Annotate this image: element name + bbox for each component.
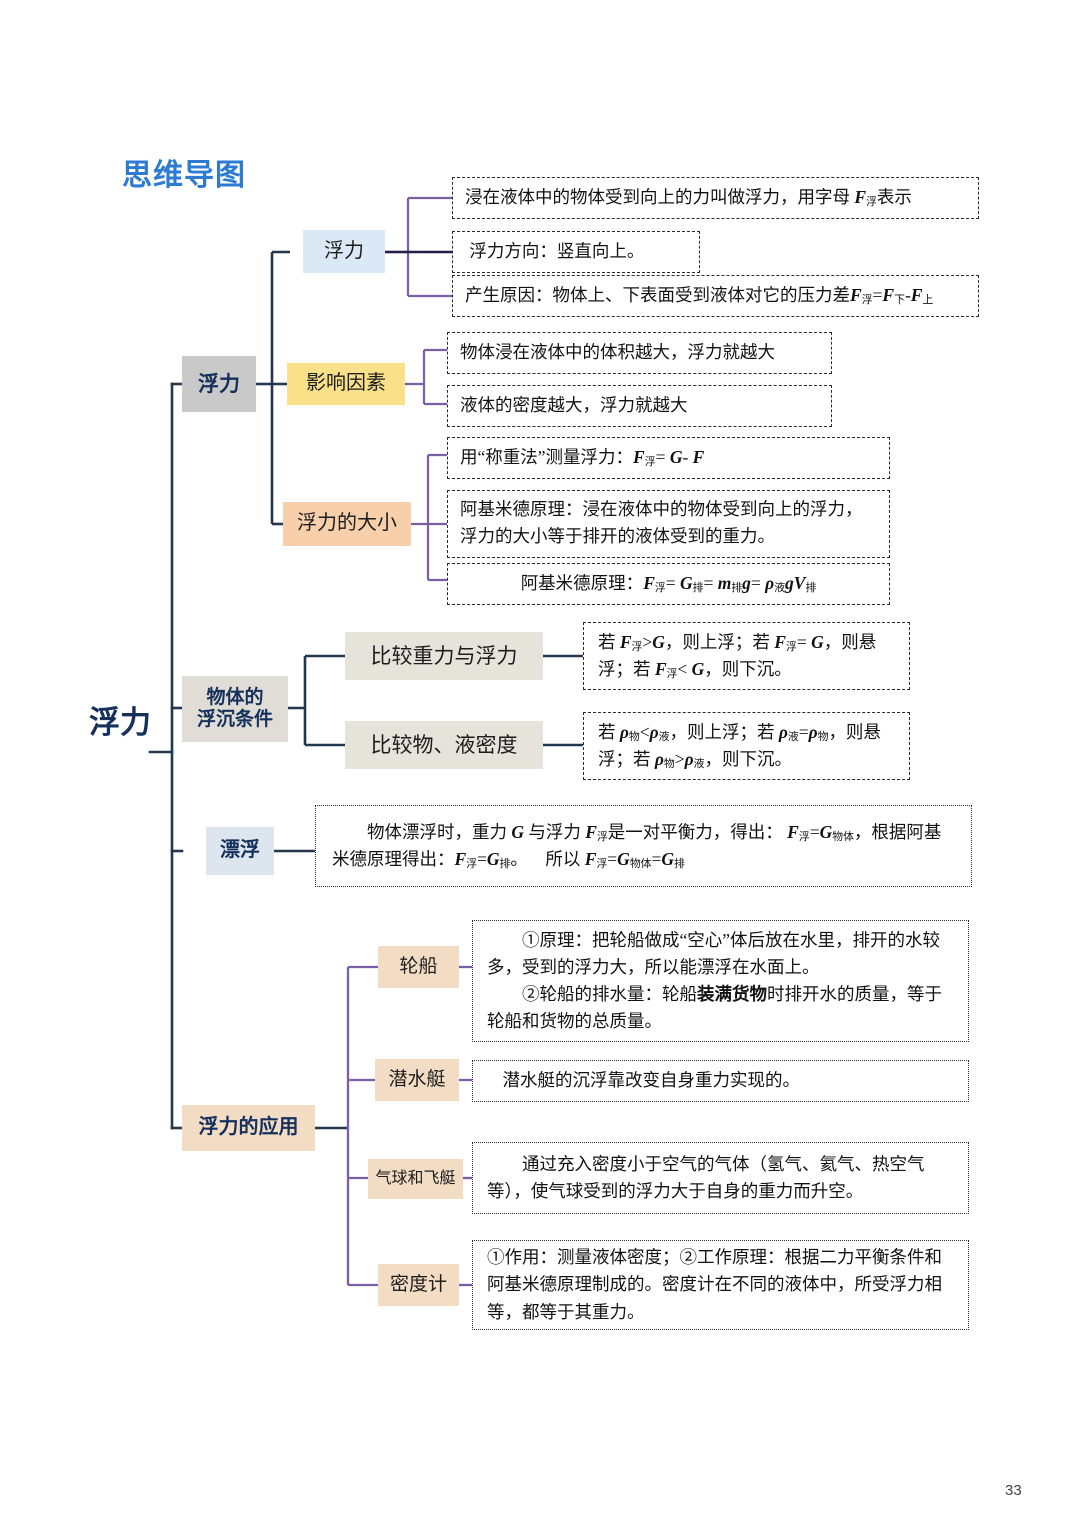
leaf-text-weighing-method: 用“称重法”测量浮力：F浮= G- F [460, 447, 705, 469]
branch-node-fuchen[interactable]: 物体的 浮沉条件 [182, 676, 288, 742]
page-title: 思维导图 [122, 159, 246, 192]
node-balloon-airship-label: 气球和飞艇 [375, 1169, 456, 1187]
leaf-text-archimedes-formula: 阿基米德原理：F浮= G排= m排g= ρ液gV排 [520, 573, 817, 595]
node-compare-gravity-buoyancy-label: 比较重力与浮力 [370, 643, 518, 668]
leaf-text-archimedes-principle: 阿基米德原理：浸在液体中的物体受到向上的浮力，浮力的大小等于排开的液体受到的重力… [460, 498, 863, 546]
leaf-text-balloon-airship: 通过充入密度小于空气的气体（氢气、氦气、热空气等），使气球受到的浮力大于自身的重… [487, 1151, 954, 1205]
node-hydrometer-label: 密度计 [389, 1273, 447, 1295]
leaf-box-buoyancy-direction: 浮力方向：竖直向上。 [452, 231, 700, 273]
branch-node-fuchen-line1: 物体的 [206, 686, 264, 708]
node-buoyancy-magnitude[interactable]: 浮力的大小 [283, 502, 411, 546]
leaf-box-density-factor: 液体的密度越大，浮力就越大 [447, 385, 832, 427]
node-ship-label: 轮船 [399, 955, 438, 977]
branch-node-yingyong-label: 浮力的应用 [198, 1116, 299, 1139]
leaf-box-hydrometer: ①作用：测量液体密度；②工作原理：根据二力平衡条件和阿基米德原理制成的。密度计在… [472, 1240, 969, 1330]
leaf-text-submarine-value: 潜水艇的沉浮靠改变自身重力实现的。 [502, 1070, 801, 1091]
node-influencing-factors[interactable]: 影响因素 [287, 363, 405, 405]
node-fuli-def[interactable]: 浮力 [303, 230, 385, 273]
leaf-text-buoyancy-direction: 浮力方向：竖直向上。 [465, 241, 645, 262]
root-node-label: 浮力 [89, 705, 151, 740]
branch-node-fuli[interactable]: 浮力 [182, 356, 256, 412]
node-balloon-airship[interactable]: 气球和飞艇 [368, 1159, 463, 1199]
leaf-box-buoyancy-definition: 浸在液体中的物体受到向上的力叫做浮力，用字母 F浮表示 [452, 177, 979, 219]
leaf-text-float-sink-force: 若 F浮>G，则上浮；若 F浮= G，则悬浮；若 F浮< G，则下沉。 [598, 631, 877, 680]
leaf-box-archimedes-principle: 阿基米德原理：浸在液体中的物体受到向上的浮力，浮力的大小等于排开的液体受到的重力… [447, 490, 890, 558]
branch-node-fuli-label: 浮力 [198, 371, 240, 396]
leaf-text-density-factor: 液体的密度越大，浮力就越大 [460, 395, 688, 416]
node-compare-gravity-buoyancy[interactable]: 比较重力与浮力 [345, 632, 543, 680]
node-influencing-factors-label: 影响因素 [306, 372, 386, 395]
node-fuli-def-label: 浮力 [324, 239, 364, 262]
node-buoyancy-magnitude-label: 浮力的大小 [297, 512, 397, 535]
leaf-text-float-sink-density: 若 ρ物<ρ液，则上浮；若 ρ液=ρ物，则悬浮；若 ρ物>ρ液，则下沉。 [598, 721, 881, 770]
leaf-text-hydrometer: ①作用：测量液体密度；②工作原理：根据二力平衡条件和阿基米德原理制成的。密度计在… [487, 1247, 942, 1322]
leaf-box-weighing-method: 用“称重法”测量浮力：F浮= G- F [447, 437, 890, 479]
leaf-box-balloon-airship: 通过充入密度小于空气的气体（氢气、氦气、热空气等），使气球受到的浮力大于自身的重… [472, 1142, 969, 1214]
leaf-box-buoyancy-cause: 产生原因：物体上、下表面受到液体对它的压力差F浮=F下-F上 [452, 275, 979, 317]
node-hydrometer[interactable]: 密度计 [378, 1264, 459, 1306]
leaf-box-ship: ①原理：把轮船做成“空心”体后放在水里，排开的水较多，受到的浮力大，所以能漂浮在… [472, 920, 969, 1042]
page-number: 33 [1005, 1482, 1022, 1499]
leaf-box-volume-factor: 物体浸在液体中的体积越大，浮力就越大 [447, 332, 832, 374]
branch-node-fuchen-line2: 浮沉条件 [196, 709, 273, 730]
node-submarine[interactable]: 潜水艇 [375, 1059, 459, 1101]
leaf-box-float-sink-force: 若 F浮>G，则上浮；若 F浮= G，则悬浮；若 F浮< G，则下沉。 [583, 622, 910, 690]
leaf-text-buoyancy-definition: 浸在液体中的物体受到向上的力叫做浮力，用字母 F浮表示 [465, 187, 912, 209]
leaf-box-floating: 物体漂浮时，重力 G 与浮力 F浮是一对平衡力，得出： F浮=G物体，根据阿基米… [315, 805, 972, 887]
leaf-text-balloon-airship-value: 通过充入密度小于空气的气体（氢气、氦气、热空气等），使气球受到的浮力大于自身的重… [487, 1153, 925, 1201]
leaf-text-ship: ①原理：把轮船做成“空心”体后放在水里，排开的水较多，受到的浮力大，所以能漂浮在… [487, 929, 942, 1032]
leaf-text-submarine: 潜水艇的沉浮靠改变自身重力实现的。 [485, 1067, 956, 1094]
node-compare-density[interactable]: 比较物、液密度 [345, 721, 543, 769]
leaf-text-floating: 物体漂浮时，重力 G 与浮力 F浮是一对平衡力，得出： F浮=G物体，根据阿基米… [332, 821, 942, 870]
leaf-text-volume-factor: 物体浸在液体中的体积越大，浮力就越大 [460, 342, 775, 363]
leaf-box-float-sink-density: 若 ρ物<ρ液，则上浮；若 ρ液=ρ物，则悬浮；若 ρ物>ρ液，则下沉。 [583, 712, 910, 780]
node-submarine-label: 潜水艇 [388, 1068, 446, 1090]
node-ship[interactable]: 轮船 [378, 946, 459, 988]
leaf-box-submarine: 潜水艇的沉浮靠改变自身重力实现的。 [472, 1060, 969, 1102]
branch-node-piaofu[interactable]: 漂浮 [206, 827, 274, 875]
leaf-box-archimedes-formula: 阿基米德原理：F浮= G排= m排g= ρ液gV排 [447, 563, 890, 605]
node-compare-density-label: 比较物、液密度 [370, 732, 518, 757]
branch-node-yingyong[interactable]: 浮力的应用 [182, 1105, 315, 1151]
leaf-text-buoyancy-cause: 产生原因：物体上、下表面受到液体对它的压力差F浮=F下-F上 [465, 285, 934, 307]
branch-node-piaofu-label: 漂浮 [220, 839, 260, 862]
